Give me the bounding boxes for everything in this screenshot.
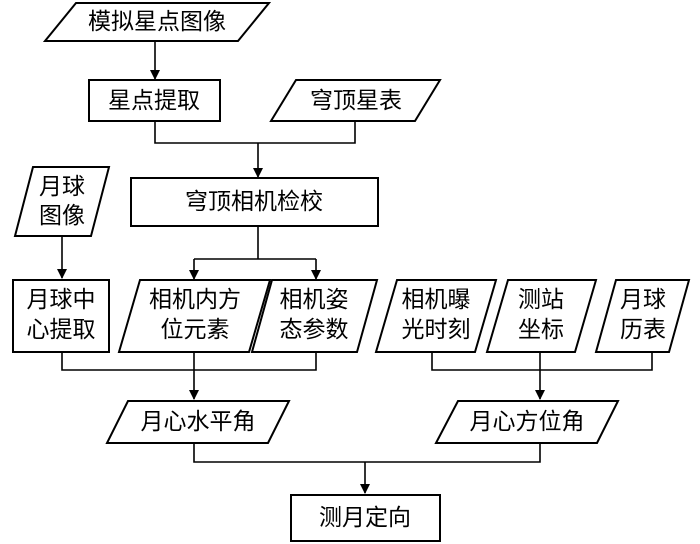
zenith-camera-calibration-node — [130, 177, 379, 227]
simulated-star-image-node — [42, 2, 272, 42]
moon-center-extraction-label-line1: 月球中 — [27, 287, 96, 313]
lunar-ephemeris-label-line2: 历表 — [620, 317, 666, 343]
camera-attitude-params-label-line2: 态参数 — [280, 317, 349, 343]
moon-center-extraction-node — [12, 279, 110, 353]
moon-image-node — [13, 166, 111, 237]
moon-based-orientation-label: 测月定向 — [319, 505, 411, 531]
zenith-camera-calibration-label: 穹顶相机检校 — [185, 189, 323, 215]
camera-intrinsic-elements-label-line2: 位元素 — [161, 317, 230, 343]
camera-exposure-time-label-line2: 光时刻 — [402, 317, 471, 343]
camera-exposure-time-label-line1: 相机曝 — [402, 287, 471, 313]
zenith-star-catalog-label: 穹顶星表 — [310, 88, 402, 114]
star-extraction-node — [88, 79, 221, 122]
moon-center-azimuth-label: 月心方位角 — [470, 409, 585, 435]
zenith-star-catalog-node — [269, 79, 442, 122]
camera-intrinsic-elements-node — [117, 279, 272, 353]
edge-angles-merge — [193, 443, 541, 463]
moon-center-horizontal-angle-label: 月心水平角 — [141, 409, 256, 435]
connectors — [57, 41, 653, 494]
edge-right-group-merge — [431, 352, 653, 371]
edge-extraction-catalog-merge — [154, 121, 356, 144]
lunar-ephemeris-label-line1: 月球 — [620, 287, 666, 313]
moon-center-azimuth-node — [434, 400, 620, 444]
star-extraction-label: 星点提取 — [108, 88, 200, 114]
edge-left-group-merge — [61, 352, 317, 371]
simulated-star-image-label: 模拟星点图像 — [88, 9, 226, 35]
camera-attitude-params-label-line1: 相机姿 — [280, 287, 349, 313]
camera-exposure-time-node — [374, 279, 498, 353]
moon-center-horizontal-angle-node — [105, 400, 291, 444]
station-coordinates-label-line1: 测站 — [518, 287, 564, 313]
moon-based-orientation-node — [290, 494, 441, 542]
camera-intrinsic-elements-label-line1: 相机内方 — [149, 287, 241, 313]
station-coordinates-node — [485, 279, 598, 353]
camera-attitude-params-node — [250, 279, 379, 353]
station-coordinates-label-line2: 坐标 — [518, 317, 564, 343]
lunar-ephemeris-node — [594, 279, 691, 353]
moon-image-label-line2: 图像 — [39, 203, 85, 229]
labels: 模拟星点图像 星点提取 穹顶星表 穹顶相机检校 月球 图像 月球中 心提取 相机… — [27, 9, 667, 531]
nodes — [12, 2, 691, 542]
moon-image-label-line1: 月球 — [39, 174, 85, 200]
moon-center-extraction-label-line2: 心提取 — [27, 317, 96, 343]
